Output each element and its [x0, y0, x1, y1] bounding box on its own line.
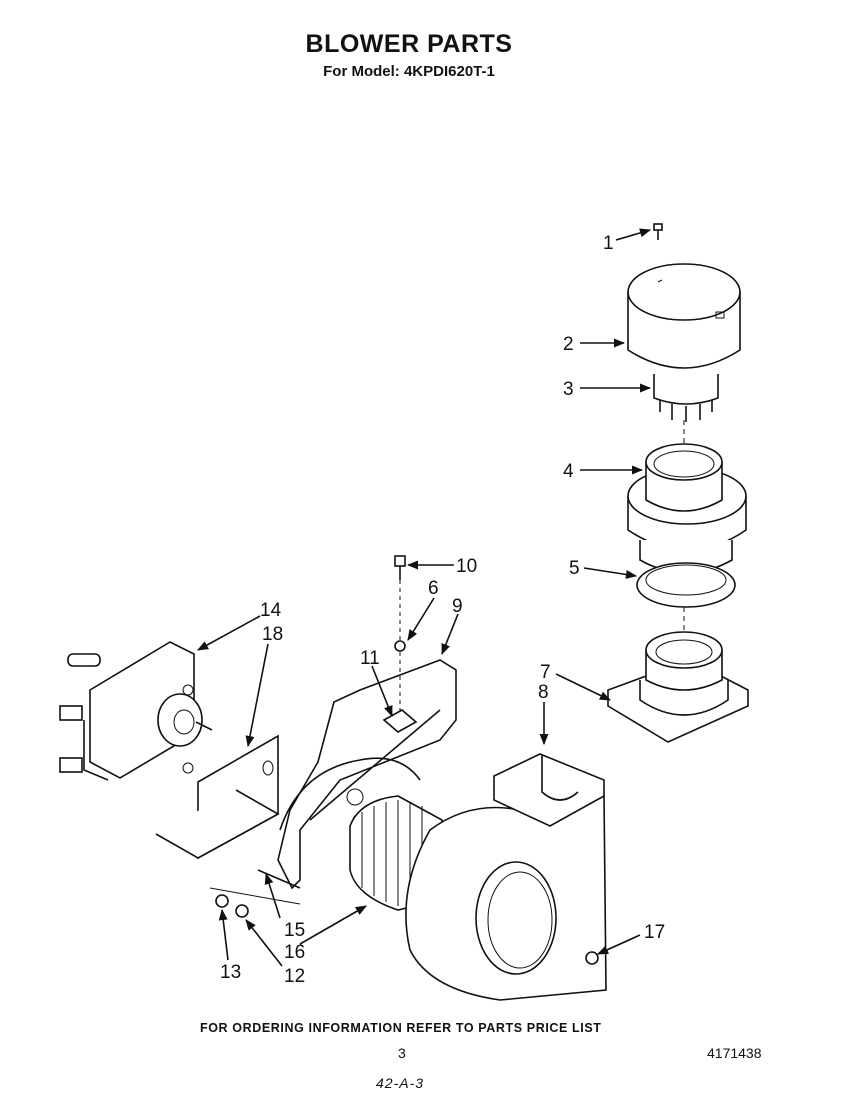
- callout-6: 6: [428, 578, 439, 599]
- callout-14: 14: [260, 600, 282, 621]
- callout-18: 18: [262, 624, 283, 645]
- callout-9: 9: [452, 596, 463, 617]
- part-2-cap: [627, 263, 741, 369]
- callout-12: 12: [284, 966, 305, 987]
- part-12-nut: [235, 904, 249, 918]
- callout-13: 13: [220, 962, 241, 983]
- part-10-screw: [394, 555, 406, 580]
- part-4-coupling: [627, 443, 747, 574]
- page-title: BLOWER PARTS: [305, 30, 513, 58]
- callout-7: 7: [540, 662, 551, 683]
- blower-back-plate: [277, 659, 457, 890]
- motor-bracket-panel: [155, 734, 280, 860]
- part-3-base: [653, 374, 719, 422]
- model-line: For Model: 4KPDI620T-1: [323, 63, 495, 80]
- callout-4: 4: [563, 461, 574, 482]
- callout-5: 5: [569, 558, 580, 579]
- callout-15: 15: [284, 920, 305, 941]
- part-5-seal: [636, 562, 736, 608]
- leader-lines: [197, 228, 652, 967]
- callout-11: 11: [360, 648, 380, 669]
- blower-housing: [405, 753, 607, 1001]
- part-7-8-mount: [607, 631, 749, 743]
- callout-1: 1: [603, 233, 614, 254]
- callout-16: 16: [284, 942, 305, 963]
- part-1-screw: [653, 223, 663, 240]
- callout-8: 8: [538, 682, 549, 703]
- part-14-18-motor: [59, 641, 213, 781]
- handwritten-note: 42-A-3: [376, 1075, 425, 1091]
- ordering-note: FOR ORDERING INFORMATION REFER TO PARTS …: [200, 1021, 602, 1035]
- page-number: 3: [398, 1045, 406, 1061]
- callout-10: 10: [456, 556, 477, 577]
- callout-17: 17: [644, 922, 665, 943]
- document-number: 4171438: [707, 1045, 762, 1061]
- part-17-nut: [585, 951, 599, 965]
- part-13-nut: [215, 894, 229, 908]
- part-6-washer: [394, 640, 406, 652]
- callout-3: 3: [563, 379, 574, 400]
- callout-2: 2: [563, 334, 574, 355]
